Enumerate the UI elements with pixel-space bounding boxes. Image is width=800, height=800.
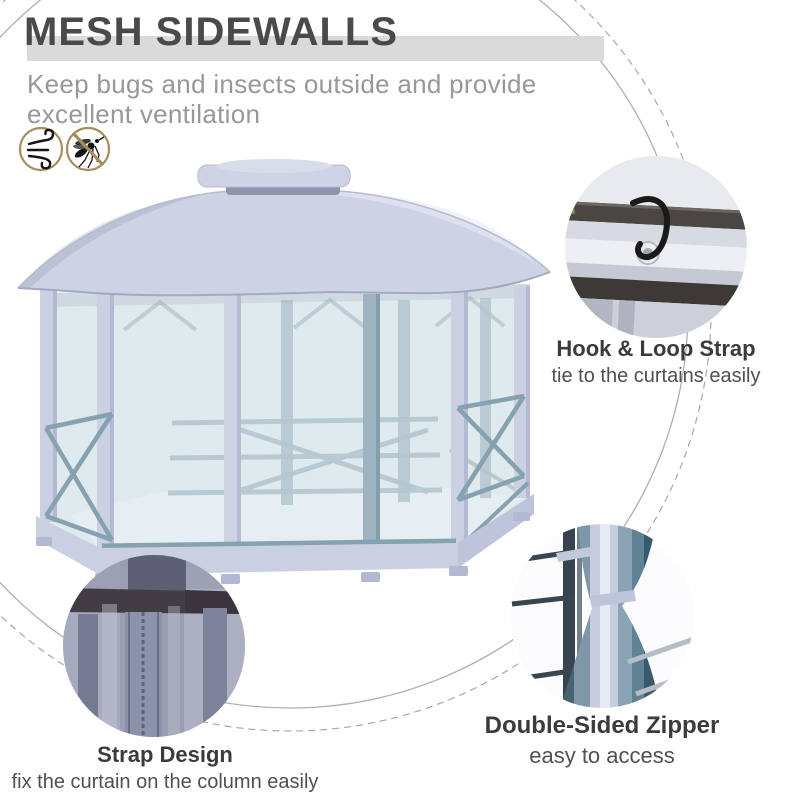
subtitle-line-2: excellent ventilation bbox=[27, 98, 261, 129]
gazebo-roof-highlight bbox=[310, 191, 535, 263]
gazebo-roof-vent bbox=[197, 159, 351, 195]
callout-description: fix the curtain on the column easily bbox=[11, 771, 319, 794]
gazebo-roof-shadow bbox=[18, 195, 200, 288]
callout-label-hook-loop-strap: Hook & Loop Strap tie to the curtains ea… bbox=[506, 336, 800, 388]
callout-photo-double-sided-zipper bbox=[510, 524, 694, 708]
callout-title: Strap Design bbox=[97, 742, 233, 767]
gazebo-x-brace-rails bbox=[44, 393, 530, 549]
callout-label-double-sided-zipper: Double-Sided Zipper easy to access bbox=[447, 712, 757, 769]
prohibition-slash-icon bbox=[71, 131, 105, 167]
callout-label-strap-design: Strap Design fix the curtain on the colu… bbox=[0, 742, 330, 794]
callout-description: tie to the curtains easily bbox=[551, 365, 761, 388]
subtitle-line-1: Keep bugs and insects outside and provid… bbox=[27, 69, 537, 99]
callout-photo-strap-design bbox=[63, 555, 245, 737]
subtitle: Keep bugs and insects outside and provid… bbox=[27, 69, 537, 129]
gazebo-roof-eave-line bbox=[17, 271, 551, 297]
gazebo-roof bbox=[18, 188, 550, 296]
airflow-icon bbox=[18, 126, 64, 172]
callout-description: easy to access bbox=[529, 742, 675, 768]
page-title: MESH SIDEWALLS bbox=[24, 10, 399, 54]
hook-icon bbox=[630, 196, 670, 261]
callout-photo-hook-loop-strap bbox=[565, 156, 747, 338]
gazebo-illustration bbox=[17, 159, 551, 584]
no-mosquito-icon bbox=[65, 126, 111, 172]
gazebo-mesh-sidewall bbox=[40, 284, 530, 551]
callout-title: Double-Sided Zipper bbox=[484, 712, 720, 739]
gazebo-base-skirt bbox=[36, 494, 534, 575]
title-highlight-bar bbox=[27, 36, 604, 61]
callout-title: Hook & Loop Strap bbox=[556, 336, 756, 361]
